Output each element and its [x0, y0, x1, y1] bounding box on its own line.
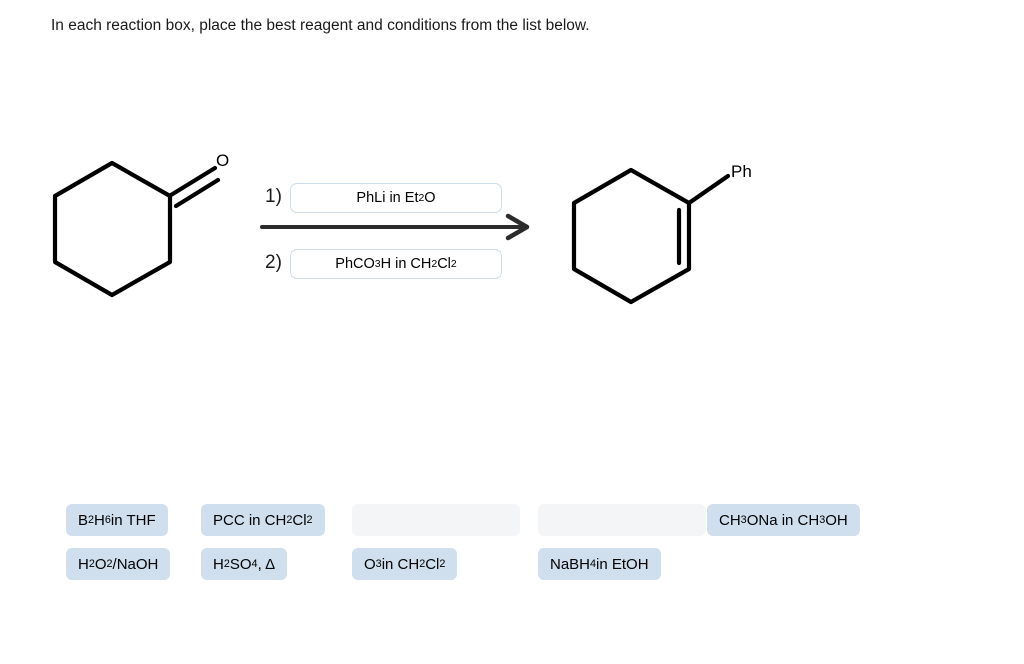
step-number-2: 2): [265, 252, 282, 273]
reagent-bank-cell: [538, 504, 707, 536]
oxygen-atom-label: O: [216, 151, 230, 170]
reagent-empty-slot[interactable]: [352, 504, 520, 536]
product-structure-phenylcyclohexene: [571, 167, 692, 305]
reagent-bank-cell: [352, 504, 538, 536]
reaction-arrow: [260, 213, 530, 241]
carbonyl-double-bond: [168, 165, 221, 209]
phenyl-bond: [686, 173, 731, 206]
reagent-empty-slot[interactable]: [538, 504, 706, 536]
step-number-1: 1): [265, 186, 282, 207]
instruction-text: In each reaction box, place the best rea…: [51, 17, 590, 34]
phenyl-group-label: Ph: [731, 162, 752, 181]
reactant-structure-cyclohexanone: [52, 160, 173, 298]
